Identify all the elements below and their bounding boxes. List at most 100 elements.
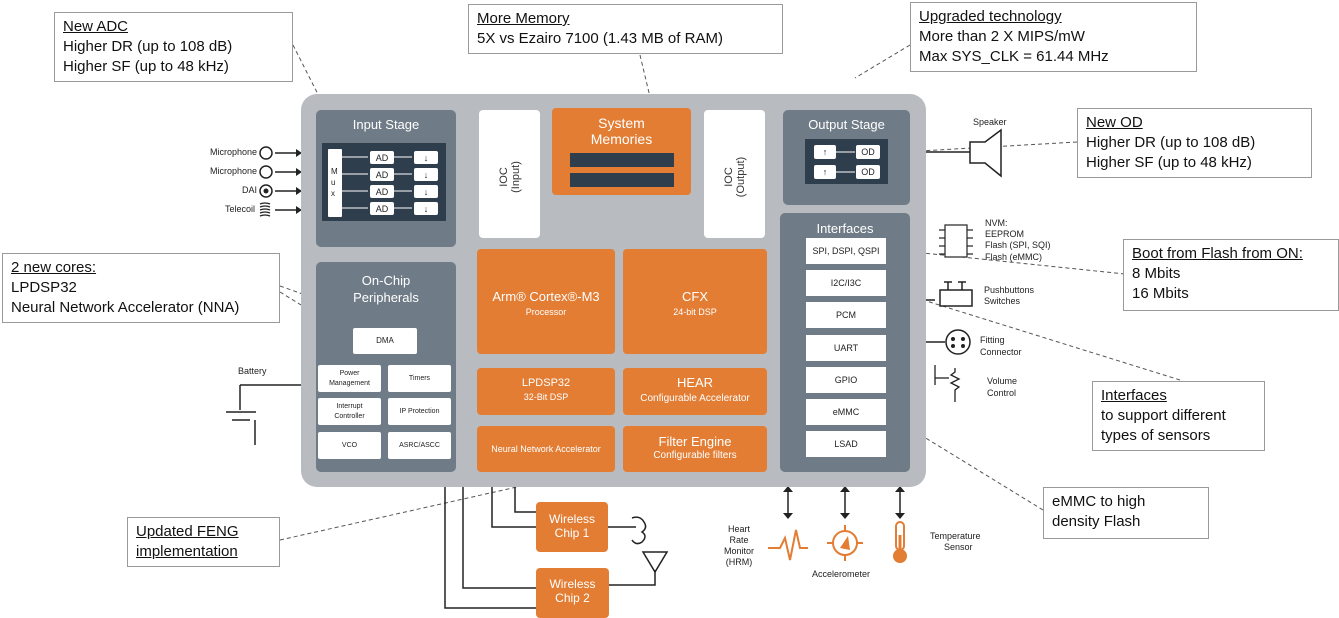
nvm-line3: Flash (SPI, SQI): [985, 240, 1051, 250]
input-stage-title: Input Stage: [352, 117, 420, 132]
dec-3: ↓: [414, 185, 438, 198]
ioc-input-line1: IOC: [498, 167, 510, 187]
power-box: Power Management: [318, 365, 381, 392]
interrupt-line2: Controller: [334, 412, 365, 420]
callout-emmc: eMMC to high density Flash: [1043, 487, 1209, 539]
nvm-line1: NVM:: [985, 218, 1008, 228]
interrupt-line1: Interrupt: [336, 402, 363, 410]
memory-bar-1: [570, 153, 674, 167]
callout-boot-line1: 8 Mbits: [1132, 265, 1181, 282]
mux-m: M: [331, 167, 338, 176]
nvm-line4: Flash (eMMC): [985, 252, 1043, 262]
fitting-line2: Connector: [980, 347, 1022, 357]
nvm-line2: EEPROM: [985, 229, 1025, 239]
dec-4: ↓: [414, 202, 438, 215]
callout-od-heading: New OD: [1086, 114, 1143, 131]
od-1: OD: [856, 145, 880, 159]
callout-cores-line2: Neural Network Accelerator (NNA): [11, 299, 240, 316]
callout-new-cores: 2 new cores: LPDSP32 Neural Network Acce…: [2, 253, 280, 323]
lpdsp32-block: LPDSP32 32-Bit DSP: [477, 368, 615, 415]
od-2: OD: [856, 165, 880, 179]
callout-cores-heading: 2 new cores:: [11, 259, 97, 276]
hear-title: HEAR: [676, 375, 714, 390]
callout-feng-heading: Updated FENG: [136, 523, 239, 540]
callout-tech-line2: Max SYS_CLK = 61.44 MHz: [919, 48, 1109, 65]
ioc-output-line2: (Output): [735, 156, 747, 198]
wireless-chip-1: Wireless Chip 1: [536, 502, 608, 552]
wireless1-line1: Wireless: [548, 512, 595, 526]
power-line2: Management: [329, 379, 370, 387]
callout-new-od: New OD Higher DR (up to 108 dB) Higher S…: [1077, 108, 1312, 178]
callout-adc-line1: Higher DR (up to 108 dB): [63, 38, 233, 55]
ip-protection-box: IP Protection: [388, 398, 451, 425]
ioc-output-block: [704, 110, 765, 238]
hrm-line2: Rate: [729, 535, 749, 545]
callout-interfaces: Interfaces to support different types of…: [1092, 381, 1265, 451]
callout-feng: Updated FENG implementation: [127, 517, 280, 567]
if-lsad: LSAD: [806, 431, 886, 457]
timers-box: Timers: [388, 365, 451, 392]
cfx-block: CFX 24-bit DSP: [623, 249, 767, 354]
temperature-line2: Sensor: [944, 542, 973, 552]
hear-sub: Configurable Accelerator: [640, 393, 750, 404]
callout-emmc-line1: eMMC to high: [1052, 493, 1146, 510]
input-dai: DAI: [241, 185, 257, 195]
callout-tech-heading: Upgraded technology: [919, 8, 1062, 25]
input-microphone-2: Microphone: [209, 166, 257, 176]
wireless2-line2: Chip 2: [555, 591, 590, 605]
callout-adc-heading: New ADC: [63, 18, 129, 35]
cfx-sub: 24-bit DSP: [673, 307, 717, 317]
battery-label: Battery: [238, 366, 267, 376]
arm-sub: Processor: [525, 307, 567, 317]
speaker-label: Speaker: [973, 117, 1007, 127]
callout-interfaces-line2: types of sensors: [1101, 427, 1211, 444]
ioc-output-line1: IOC: [723, 167, 735, 187]
callout-interfaces-heading: Interfaces: [1101, 387, 1167, 404]
callout-more-memory: More Memory 5X vs Ezairo 7100 (1.43 MB o…: [468, 4, 783, 54]
temperature-line1: Temperature: [930, 531, 981, 541]
memory-bar-2: [570, 173, 674, 187]
if-emmc: eMMC: [806, 399, 886, 425]
ioc-input-label: IOC (Input): [498, 137, 522, 217]
ad-1: AD: [370, 151, 394, 164]
callout-boot-heading: Boot from Flash from ON:: [1132, 245, 1303, 262]
callout-interfaces-line1: to support different: [1101, 407, 1226, 424]
callout-adc-line2: Higher SF (up to 48 kHz): [63, 58, 229, 75]
if-spi: SPI, DSPI, QSPI: [806, 238, 886, 264]
output-stage-title: Output Stage: [808, 117, 885, 132]
ad-4: AD: [370, 202, 394, 215]
mux-u: u: [331, 178, 336, 187]
system-memories-line1: System: [598, 115, 645, 131]
callout-od-line2: Higher SF (up to 48 kHz): [1086, 154, 1252, 171]
if-pcm: PCM: [806, 302, 886, 328]
pushbuttons-line2: Switches: [984, 296, 1021, 306]
dec-2: ↓: [414, 168, 438, 181]
out-up-2: ↑: [814, 165, 836, 179]
callout-upgraded-technology: Upgraded technology More than 2 X MIPS/m…: [910, 2, 1197, 72]
callout-feng-line1: implementation: [136, 543, 238, 560]
callout-od-line1: Higher DR (up to 108 dB): [1086, 134, 1256, 151]
ioc-input-block: [479, 110, 540, 238]
accelerometer-label: Accelerometer: [812, 569, 871, 579]
lpdsp32-sub: 32-Bit DSP: [523, 392, 569, 402]
lpdsp32-title: LPDSP32: [521, 377, 571, 389]
callout-cores-line1: LPDSP32: [11, 279, 77, 296]
nna-block: Neural Network Accelerator: [477, 426, 615, 472]
callout-tech-line1: More than 2 X MIPS/mW: [919, 28, 1085, 45]
if-i2c: I2C/I3C: [806, 270, 886, 296]
system-memories-line2: Memories: [590, 131, 653, 147]
callout-new-adc: New ADC Higher DR (up to 108 dB) Higher …: [54, 12, 293, 82]
wireless2-line1: Wireless: [549, 577, 596, 591]
callout-boot-line2: 16 Mbits: [1132, 285, 1189, 302]
callout-emmc-line2: density Flash: [1052, 513, 1141, 530]
hrm-line3: Monitor: [723, 546, 754, 556]
filter-title: Filter Engine: [658, 434, 732, 449]
power-line1: Power: [339, 369, 360, 377]
dma-box: DMA: [353, 328, 417, 354]
vco-box: VCO: [318, 432, 381, 459]
on-chip-line2: Peripherals: [353, 290, 419, 305]
filter-sub: Configurable filters: [653, 450, 737, 461]
ioc-output-label: IOC (Output): [723, 137, 747, 217]
if-gpio: GPIO: [806, 367, 886, 393]
fitting-line1: Fitting: [980, 335, 1005, 345]
